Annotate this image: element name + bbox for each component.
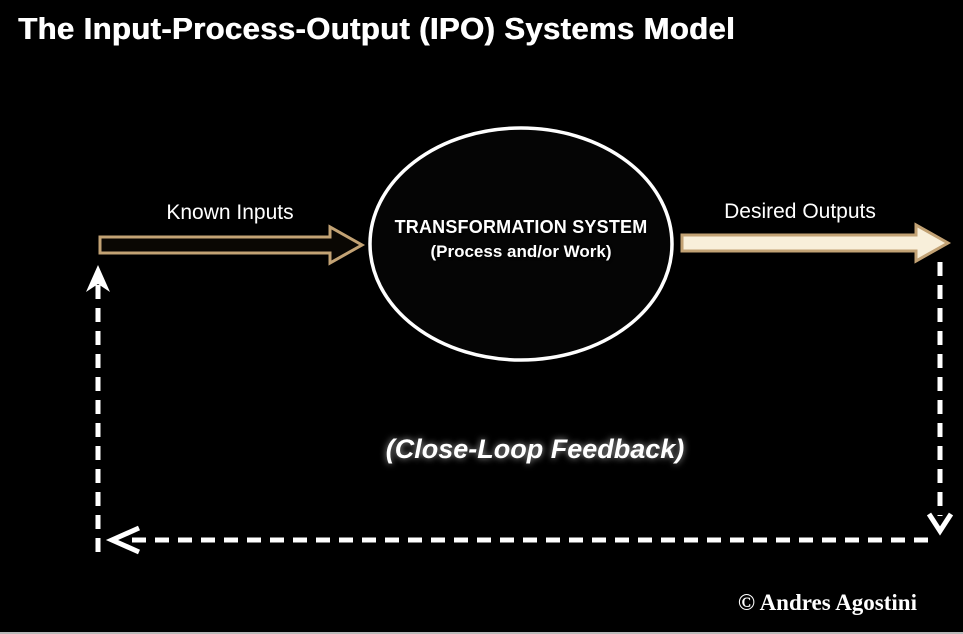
- transformation-system-subtitle: (Process and/or Work): [430, 242, 612, 261]
- transformation-system-title: TRANSFORMATION SYSTEM: [394, 217, 648, 237]
- known-inputs-arrow: [98, 224, 366, 266]
- arrowhead-left-icon: [105, 525, 141, 555]
- arrowhead-down-icon: [926, 512, 954, 536]
- transformation-ellipse: [368, 126, 674, 362]
- page-title: The Input-Process-Output (IPO) Systems M…: [18, 11, 735, 46]
- desired-outputs-arrow: [680, 222, 952, 264]
- arrowhead-up-icon: [86, 265, 110, 292]
- feedback-label: (Close-Loop Feedback): [385, 434, 685, 464]
- desired-outputs-label: Desired Outputs: [724, 200, 876, 223]
- transformation-system-text: TRANSFORMATION SYSTEM (Process and/or Wo…: [371, 216, 671, 266]
- copyright-text: © Andres Agostini: [737, 590, 917, 615]
- known-inputs-label: Known Inputs: [166, 201, 294, 224]
